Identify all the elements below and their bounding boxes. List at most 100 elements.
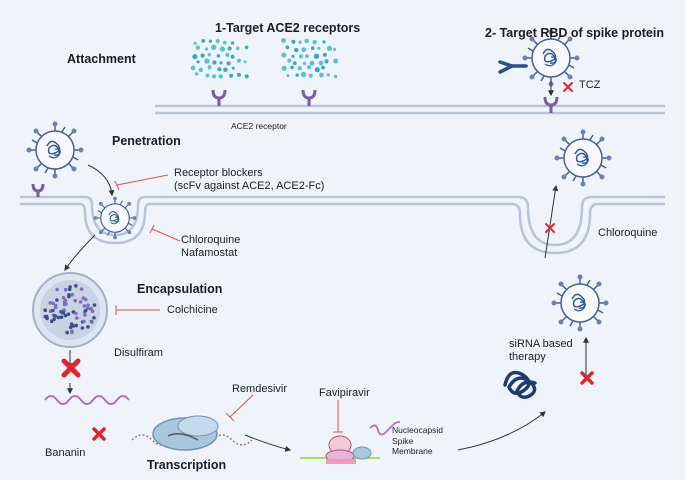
polymerase-complex-icon (131, 415, 253, 451)
capsule-dot (82, 319, 86, 324)
stage-penetration: Penetration (112, 134, 181, 148)
capsule-dot (70, 330, 74, 335)
particle-dot (291, 39, 296, 44)
particle-dot (309, 60, 315, 66)
particle-dot (290, 65, 294, 70)
particle-dot (314, 67, 320, 73)
particle-dot (310, 46, 315, 50)
particle-dot (285, 45, 290, 50)
rna-strand-icon (44, 395, 130, 405)
drug-chloroquine-right: Chloroquine (598, 227, 658, 239)
particle-dot (300, 71, 307, 78)
particle-dot (225, 52, 230, 57)
capsule-dot (83, 297, 88, 302)
particle-dot (204, 58, 210, 64)
particle-dot (194, 72, 199, 76)
capsule-dot (53, 305, 58, 310)
capsule-dot (51, 301, 55, 306)
particle-dot (217, 67, 222, 72)
capsule-dot (62, 302, 67, 307)
particle-dot (212, 60, 217, 65)
particle-dot (195, 45, 200, 50)
endosome-icon (32, 272, 108, 348)
capsule-dot (82, 304, 86, 308)
capsule-dot (51, 308, 55, 313)
particle-dot (292, 61, 297, 66)
drug-tcz: TCZ (579, 79, 601, 91)
particle-dot (235, 46, 240, 51)
virus-icon (25, 120, 85, 180)
ace2-receptor-icon (301, 89, 317, 106)
capsule-dot (69, 322, 74, 326)
capsule-dot (83, 308, 88, 313)
particle-dot (281, 38, 286, 43)
antibody-icon (498, 60, 528, 74)
heading-target-rbd: 2- Target RBD of spike protein (485, 26, 664, 40)
capsule-dot (48, 301, 52, 305)
drug-disulfiram: Disulfiram (114, 347, 163, 359)
capsule-dot (71, 310, 76, 314)
particle-dot (207, 53, 211, 57)
capsule-dot (90, 320, 94, 324)
capsule-dot (53, 314, 57, 318)
particle-dot (205, 73, 210, 78)
particle-dot (192, 54, 198, 60)
drug-receptor-blockers: Receptor blockers (scFv against ACE2, AC… (174, 167, 325, 192)
particle-dot (297, 66, 302, 71)
capsule-dot (61, 296, 66, 300)
particle-dot (291, 54, 295, 58)
particle-dot (295, 73, 299, 77)
capsule-dot (65, 330, 69, 335)
particle-dot (226, 61, 231, 66)
capsule-dot (55, 287, 59, 292)
drug-remdesivir: Remdesivir (232, 383, 288, 395)
particle-dot (223, 67, 228, 73)
drug-chloroquine-nafamostat: Chloroquine Nafamostat (181, 234, 241, 259)
ace2-receptor-icon (543, 96, 559, 113)
particle-dot (216, 54, 221, 58)
block-x-icon (61, 358, 81, 378)
particle-dot (298, 54, 304, 59)
particle-dot (244, 74, 249, 79)
drug-favipiravir: Favipiravir (319, 387, 370, 399)
particle-dot (211, 44, 217, 50)
protein-list: Nucleocapsid Spike Membrane (392, 425, 444, 456)
drug-colchicine: Colchicine (167, 304, 218, 316)
capsule-dot (67, 293, 71, 297)
particle-dot (229, 73, 234, 78)
stage-attachment: Attachment (67, 52, 136, 66)
particle-dot (308, 73, 313, 78)
particle-dot (318, 60, 324, 66)
particle-dot (304, 38, 310, 44)
particle-dot (286, 74, 290, 78)
stage-transcription: Transcription (147, 458, 227, 472)
capsule-dot (78, 300, 83, 304)
particle-cluster-icon (281, 38, 339, 79)
virus-icon (550, 273, 610, 333)
particle-dot (305, 54, 309, 58)
particle-dot (322, 52, 327, 57)
sirna-icon (503, 370, 537, 399)
particle-dot (312, 40, 317, 45)
capsule-dot (56, 315, 61, 320)
particle-dot (326, 45, 333, 52)
particle-dot (227, 46, 232, 51)
particle-dot (208, 39, 212, 43)
block-x-icon (92, 427, 106, 441)
stage-encapsulation: Encapsulation (137, 282, 223, 296)
particle-dot (218, 74, 223, 79)
capsule-dot (68, 325, 73, 330)
flow-arrows (64, 81, 589, 452)
block-x-icon (545, 223, 555, 233)
protein-strand-icon (369, 421, 401, 436)
particle-dot (205, 47, 209, 51)
particle-dot (287, 58, 292, 63)
particle-dot (307, 65, 312, 70)
capsule-dot (45, 316, 49, 321)
capsule-dot (79, 287, 84, 291)
capsule-dot (70, 292, 74, 297)
particle-cluster-icon (190, 38, 249, 79)
capsule-dot (55, 298, 59, 302)
particle-dot (281, 52, 287, 58)
